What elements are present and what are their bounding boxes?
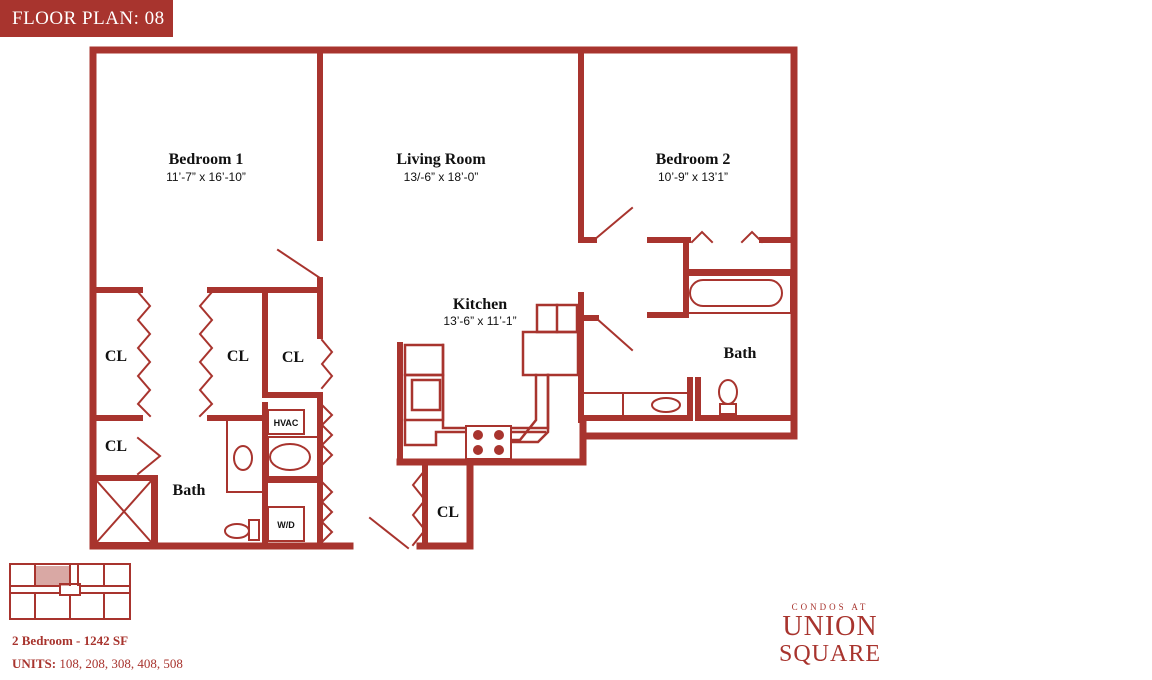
- bedroom1-label: Bedroom 1: [169, 151, 244, 168]
- hvac-label: HVAC: [274, 418, 299, 428]
- units-list: UNITS: 108, 208, 308, 408, 508: [12, 656, 183, 672]
- interior-walls: [93, 52, 797, 549]
- bedroom1-dims: 11’-7” x 16’-10”: [166, 170, 246, 184]
- bedroom2-dims: 10’-9” x 13’1”: [658, 170, 728, 184]
- exterior-walls: [89, 46, 798, 550]
- living-room-dims: 13/-6” x 18’-0”: [404, 170, 479, 184]
- bath-fixtures: [94, 274, 792, 545]
- closet-label: CL: [437, 504, 459, 521]
- key-plan: [9, 563, 131, 620]
- living-room-label: Living Room: [396, 151, 486, 168]
- closet-label: CL: [105, 348, 127, 365]
- bath-left-label: Bath: [173, 482, 206, 499]
- door-swings: [136, 206, 764, 550]
- closet-label: CL: [105, 438, 127, 455]
- brand-line1: CONDOS AT: [791, 602, 869, 612]
- units-label: UNITS:: [12, 656, 57, 671]
- washer-dryer-label: W/D: [277, 520, 295, 530]
- closet-label: CL: [282, 349, 304, 366]
- kitchen-label: Kitchen: [453, 296, 507, 313]
- floor-plan-title: FLOOR PLAN: 08: [0, 0, 173, 37]
- units-value: 108, 208, 308, 408, 508: [59, 656, 183, 671]
- unit-type: 2 Bedroom - 1242 SF: [12, 633, 129, 648]
- stove-burners: [473, 430, 504, 455]
- kitchen-dims: 13’-6” x 11’-1”: [443, 314, 516, 328]
- brand-line2: UNION: [782, 611, 878, 642]
- closet-label: CL: [227, 348, 249, 365]
- brand-logo: CONDOS AT UNION SQUARE: [760, 602, 900, 666]
- bedroom2-label: Bedroom 2: [656, 151, 731, 168]
- brand-line3: SQUARE: [778, 641, 881, 667]
- bath-right-label: Bath: [724, 345, 757, 362]
- key-plan-highlight: [35, 566, 70, 586]
- stove: [465, 425, 512, 460]
